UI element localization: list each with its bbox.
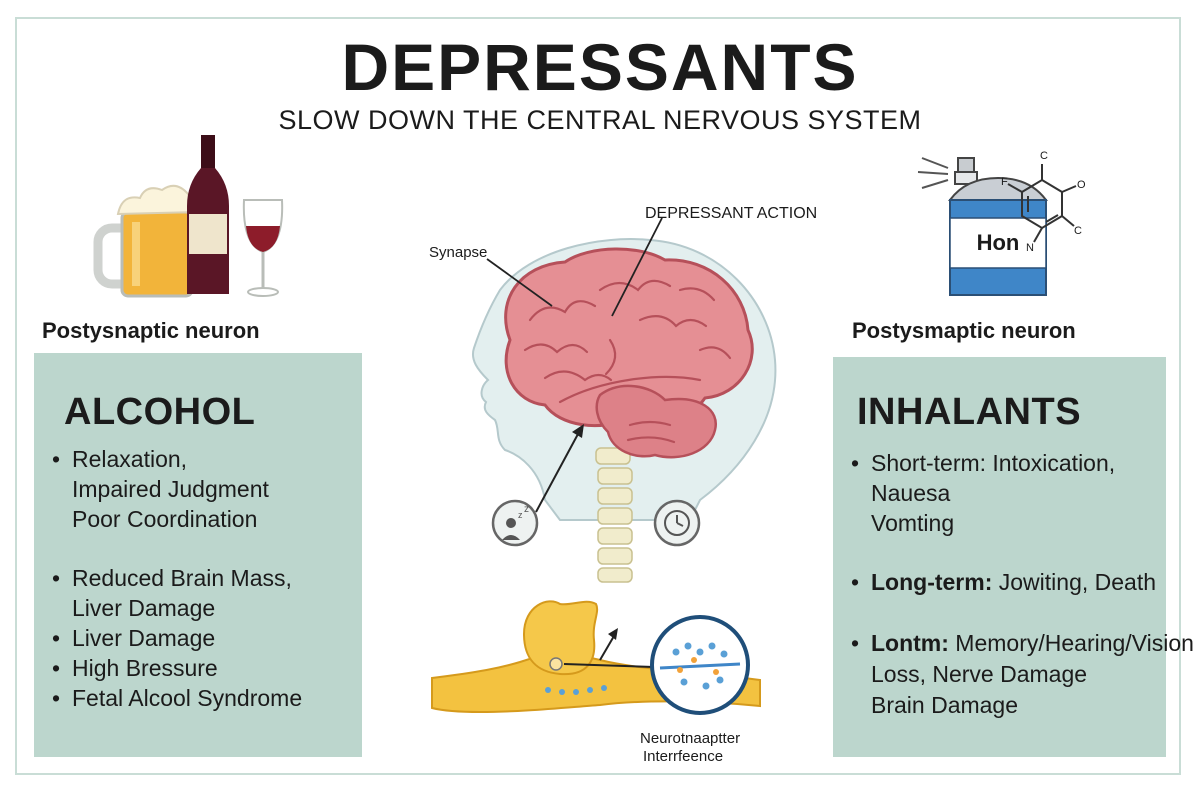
alcohol-effect-5: •Fetal Alcool Syndrome bbox=[52, 685, 303, 711]
chem-atom-c1: C bbox=[1040, 150, 1048, 162]
chem-atom-c2: C bbox=[1074, 225, 1082, 237]
upward-arrow bbox=[535, 424, 584, 513]
alcohol-effect-1-line2: Impaired Judgment bbox=[72, 476, 269, 502]
spray-can-icon bbox=[917, 157, 1048, 296]
svg-text:z: z bbox=[518, 510, 523, 520]
inhalants-effect-1-line3: Vomting bbox=[871, 510, 955, 536]
magnified-receptor bbox=[650, 615, 750, 715]
inhalants-title: INHALANTS bbox=[857, 391, 1082, 433]
chem-atom-n: N bbox=[1026, 242, 1034, 254]
infographic-frame bbox=[15, 17, 1181, 775]
neurotransmitter-label-line2: Interrfeence bbox=[643, 748, 724, 765]
spine bbox=[595, 447, 633, 583]
synapse-pointer bbox=[486, 258, 553, 307]
bullet: • bbox=[52, 625, 61, 651]
bullet: • bbox=[851, 630, 860, 656]
right-neuron-label: Postysmaptic neuron bbox=[852, 318, 1076, 343]
alcohol-effect-1-line3: Poor Coordination bbox=[72, 506, 258, 532]
bullet: • bbox=[52, 655, 61, 681]
wine-glass-icon bbox=[242, 199, 284, 297]
alcohol-effect-3: •Liver Damage bbox=[52, 625, 216, 651]
inhalants-effect-3: •Lontm: Memory/Hearing/Vision bbox=[851, 630, 1194, 656]
bullet: • bbox=[52, 565, 61, 591]
inhalants-effect-1-line2: Nauesa bbox=[871, 480, 951, 506]
bullet: • bbox=[52, 685, 61, 711]
inhalants-effect-3-line3: Brain Damage bbox=[871, 692, 1019, 718]
inhalants-effect-3-line2: Loss, Nerve Damage bbox=[871, 661, 1088, 687]
alcohol-effect-2: •Reduced Brain Mass, bbox=[52, 565, 292, 591]
synapse-label: Synapse bbox=[429, 244, 488, 261]
bullet: • bbox=[851, 450, 860, 476]
sleep-icon: z z bbox=[491, 499, 539, 547]
beer-mug-icon bbox=[93, 184, 200, 298]
alcohol-effect-2-line2: Liver Damage bbox=[72, 595, 216, 621]
brain bbox=[504, 247, 754, 459]
clock-icon bbox=[653, 499, 701, 547]
wine-bottle-icon bbox=[187, 135, 229, 294]
chem-atom-f: F bbox=[1001, 176, 1008, 188]
inhalants-panel: INHALANTS •Short-term: Intoxication, Nau… bbox=[833, 357, 1194, 757]
spray-can-label: Hon bbox=[976, 230, 1020, 255]
alcohol-effect-1: •Relaxation, bbox=[52, 446, 188, 472]
page-title: DEPRESSANTS bbox=[341, 30, 859, 104]
neurotransmitter-label-line1: Neurotnaaptter bbox=[640, 730, 741, 747]
alcohol-effect-4: •High Bressure bbox=[52, 655, 218, 681]
page-subtitle: SLOW DOWN THE CENTRAL NERVOUS SYSTEM bbox=[278, 105, 922, 135]
inhalants-effect-1: •Short-term: Intoxication, bbox=[851, 450, 1116, 476]
chem-atom-o: O bbox=[1077, 179, 1086, 191]
depressant-action-pointer bbox=[611, 217, 663, 317]
alcohol-panel: ALCOHOL •Relaxation, Impaired Judgment P… bbox=[34, 353, 362, 757]
left-neuron-label: Postysnaptic neuron bbox=[42, 318, 260, 343]
chemical-structure-icon bbox=[1007, 164, 1077, 243]
depressant-action-label: DEPRESSANT ACTION bbox=[645, 205, 818, 222]
bullet: • bbox=[52, 446, 61, 472]
svg-text:z: z bbox=[524, 504, 529, 515]
alcohol-title: ALCOHOL bbox=[64, 391, 256, 433]
inhalants-effect-2: •Long-term: Jowiting, Death bbox=[851, 569, 1157, 595]
bullet: • bbox=[851, 569, 860, 595]
